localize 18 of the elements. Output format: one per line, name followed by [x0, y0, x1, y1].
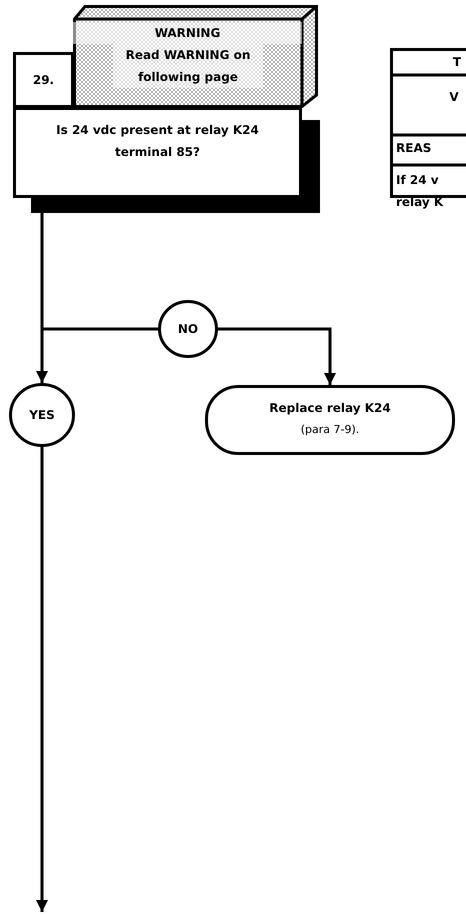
warning-heading: WARNING: [73, 22, 302, 44]
table-text: REAS: [396, 140, 432, 157]
decision-circle: [9, 383, 75, 447]
decision-box: [13, 107, 302, 198]
arrow: [218, 328, 336, 385]
table-text: T: [452, 54, 462, 71]
node-text: NO: [176, 321, 200, 338]
warning-box: [73, 5, 318, 108]
node-text: Is 24 vdc present at relay K24 terminal 85?: [55, 122, 260, 161]
node-text: Replace relay K24: [268, 400, 392, 417]
table-text: V: [448, 89, 460, 106]
decision-circle: [158, 300, 218, 358]
number-cell: [13, 52, 74, 108]
reference-text: (para 7-9).: [300, 422, 360, 438]
warning-text: Read WARNING on following page: [113, 44, 263, 88]
node-text: YES: [28, 407, 56, 424]
step-number: 29.: [32, 72, 56, 89]
arrow: [36, 447, 48, 912]
